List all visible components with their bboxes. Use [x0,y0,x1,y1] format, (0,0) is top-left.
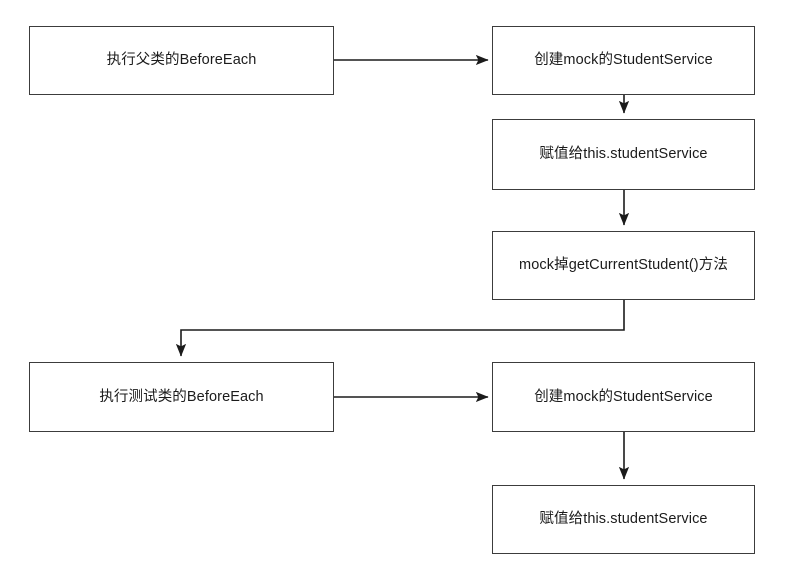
node-test-assign[interactable]: 赋值给this.studentService [492,485,755,554]
node-label: mock掉getCurrentStudent()方法 [519,257,728,274]
node-test-create-mock[interactable]: 创建mock的StudentService [492,362,755,432]
node-label: 执行测试类的BeforeEach [99,388,264,405]
node-parent-assign[interactable]: 赋值给this.studentService [492,119,755,190]
node-label: 执行父类的BeforeEach [106,52,257,69]
node-label: 创建mock的StudentService [534,388,713,405]
node-parent-mock-method[interactable]: mock掉getCurrentStudent()方法 [492,231,755,300]
node-parent-beforeeach[interactable]: 执行父类的BeforeEach [29,26,334,95]
node-parent-create-mock[interactable]: 创建mock的StudentService [492,26,755,95]
node-label: 赋值给this.studentService [539,146,708,163]
node-label: 赋值给this.studentService [539,511,708,528]
node-test-beforeeach[interactable]: 执行测试类的BeforeEach [29,362,334,432]
edge-parent-mock-method-to-test-beforeeach [175,300,625,357]
node-label: 创建mock的StudentService [534,52,713,69]
